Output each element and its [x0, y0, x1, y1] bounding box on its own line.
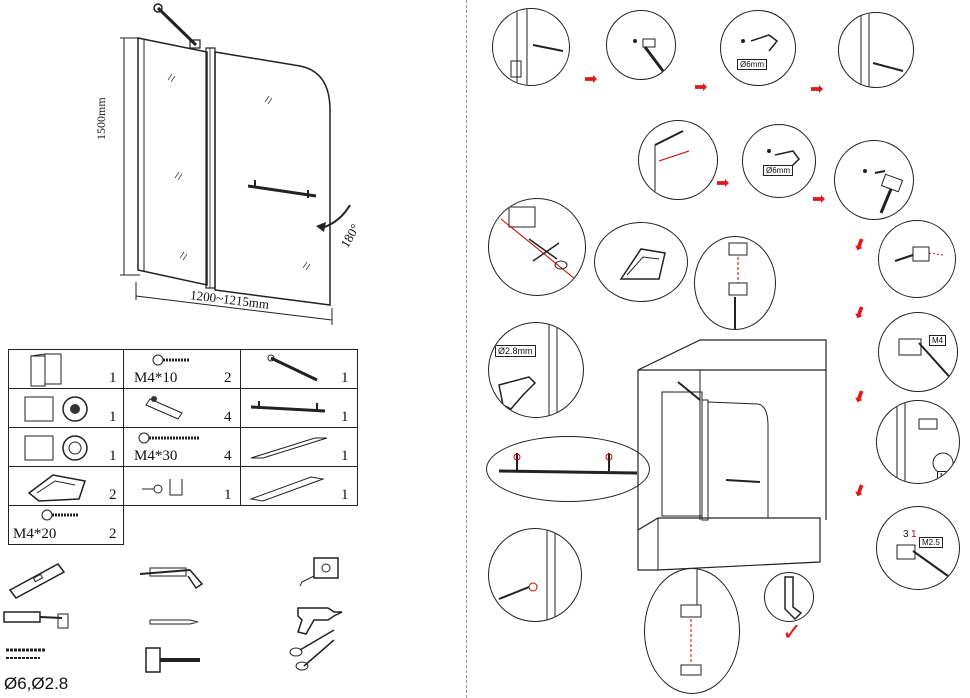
- hammer-icon: [145, 647, 200, 673]
- step-mark-holes: [606, 10, 676, 80]
- step-number: 3: [903, 529, 909, 540]
- part-cell-towel-bar: 1: [240, 388, 358, 428]
- part-qty: 1: [224, 487, 232, 503]
- down-arrow-icon: ➡: [848, 386, 870, 406]
- part-cell-seal-strip-b: 1: [240, 466, 358, 506]
- step-hinge-m4: M4: [878, 312, 958, 392]
- shower-screen-drawing: [120, 3, 351, 325]
- step-insert-plug: [834, 140, 914, 220]
- drill-bit-label: Ø6mm: [763, 165, 793, 176]
- part-cell-hinge-b: 1: [8, 427, 124, 467]
- part-cell-screw-m4x10: M4*10 2: [123, 349, 241, 389]
- drill-bits-label: Ø6,Ø2.8: [4, 674, 69, 693]
- part-cell-hinge-a: 1: [8, 388, 124, 428]
- checkmark-icon: ✓: [782, 620, 803, 646]
- next-arrow-icon: ➡: [812, 191, 826, 208]
- part-cell-screw-m4x20: M4*20 2: [8, 505, 124, 545]
- part-qty: 4: [224, 448, 232, 464]
- drill-bit-label: Ø6mm: [737, 59, 767, 70]
- part-cell-seal-strip-a: 1: [240, 427, 358, 467]
- parts-table: 1 M4*10 2 1 1 4 1 1 M4*30 4 1 2 1: [0, 0, 460, 560]
- part-label: M4*10: [134, 370, 178, 386]
- next-arrow-icon: ➡: [694, 79, 708, 96]
- part-qty: 1: [109, 448, 117, 464]
- part-qty: 1: [109, 409, 117, 425]
- step-bottom-seal: [644, 568, 740, 694]
- next-arrow-icon: ➡: [810, 81, 824, 98]
- part-label: M4*30: [134, 448, 178, 464]
- step-stopper-m2: M2: [876, 400, 960, 484]
- part-cell-wall-plug: 4: [123, 388, 241, 428]
- drill-bits-icon: [6, 648, 46, 659]
- down-arrow-icon: ➡: [848, 480, 870, 500]
- next-arrow-icon: ➡: [716, 175, 730, 192]
- step-hinge-screw: [694, 236, 776, 330]
- part-qty: 1: [109, 370, 117, 386]
- installation-steps: ➡ ➡ Ø6mm ➡ ➡ Ø6mm ➡ Ø2.8mm: [470, 0, 970, 698]
- step-towel-bar: [486, 436, 650, 502]
- drill-bit-label: Ø2.8mm: [495, 345, 536, 357]
- step-bracket: [638, 120, 718, 200]
- down-arrow-icon: ➡: [848, 234, 870, 254]
- part-qty: 4: [224, 409, 232, 425]
- step-cut-seal: [488, 198, 586, 296]
- screwdriver-icon: [3, 611, 69, 629]
- part-qty: 1: [341, 487, 349, 503]
- scissors-icon: [289, 629, 335, 671]
- screw-size-label: M4: [929, 335, 947, 346]
- step-check-seal: [764, 572, 814, 622]
- down-arrow-icon: ➡: [848, 302, 870, 322]
- part-cell-wall-profile: 1: [8, 349, 124, 389]
- dimension-diagram: 1500mm 1200~1215mm 180°: [0, 0, 460, 335]
- screw-size-label: M2.5: [919, 537, 943, 548]
- drill-icon: [297, 607, 343, 635]
- part-qty: 2: [224, 370, 232, 386]
- step-handle-m2-5: 3 1 M2.5: [876, 506, 960, 590]
- part-cell-end-cap: 2: [8, 466, 124, 506]
- step-measure-wall: [492, 8, 570, 86]
- step-fix-profile-screw: [488, 528, 582, 622]
- step-drill-2-8mm: Ø2.8mm: [488, 322, 584, 418]
- tools-section: Ø6,Ø2.8: [0, 550, 460, 698]
- step-fit-hinge: [878, 220, 956, 298]
- part-qty: 2: [109, 487, 117, 503]
- part-cell-stopper: 1: [123, 466, 241, 506]
- caulking-gun-icon: [139, 567, 204, 590]
- part-qty: 1: [341, 370, 349, 386]
- step-drill-6mm: Ø6mm: [720, 10, 796, 86]
- step-drill-6mm-bracket: Ø6mm: [742, 124, 816, 198]
- screw-size-label: M2: [937, 471, 955, 482]
- step-end-cap: [594, 222, 688, 302]
- pencil-icon: [149, 619, 199, 625]
- next-arrow-icon: ➡: [584, 71, 598, 88]
- tape-measure-icon: [299, 557, 339, 587]
- part-cell-screw-m4x30: M4*30 4: [123, 427, 241, 467]
- bath-overview: [630, 330, 830, 590]
- part-qty: 1: [341, 409, 349, 425]
- page-divider: [466, 0, 467, 698]
- step-fix-profile: [838, 12, 914, 88]
- part-label: M4*20: [13, 526, 57, 542]
- level-icon: [8, 563, 66, 599]
- part-qty: 1: [341, 448, 349, 464]
- part-cell-support-bar: 1: [240, 349, 358, 389]
- part-qty: 2: [109, 526, 117, 542]
- step-number: 1: [911, 529, 917, 540]
